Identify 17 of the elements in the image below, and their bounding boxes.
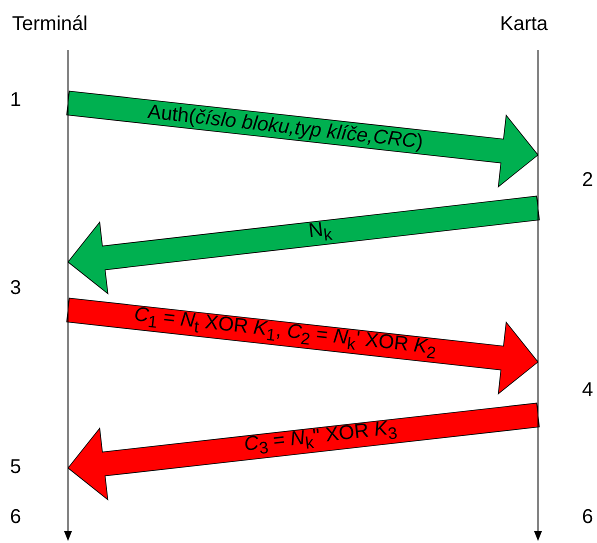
step-number: 6 [582,505,594,529]
step-number: 6 [10,505,22,529]
step-number: 3 [10,276,22,300]
block-arrow [66,298,539,395]
block-arrow [67,402,540,501]
edge-label: Auth(číslo bloku,typ klíče,CRC) [146,100,424,154]
edge-label: C$_{3}$ = N$_{k}$" XOR K$_{3}$ [243,417,399,460]
block-arrow [66,90,539,188]
step-number: 4 [582,378,594,402]
participant-label: Karta [500,12,548,36]
step-number: 5 [10,455,22,479]
edge-label: N$_{k}$ [308,218,334,246]
step-number: 1 [10,88,22,112]
block-arrow [67,196,540,295]
participant-label: Terminál [12,12,88,36]
step-number: 2 [582,168,594,192]
edge-label: C$_{1}$ = N$_{t}$ XOR K$_{1}$, C$_{2}$ = N$_{k}$' XOR K$_{2}$ [132,303,438,365]
